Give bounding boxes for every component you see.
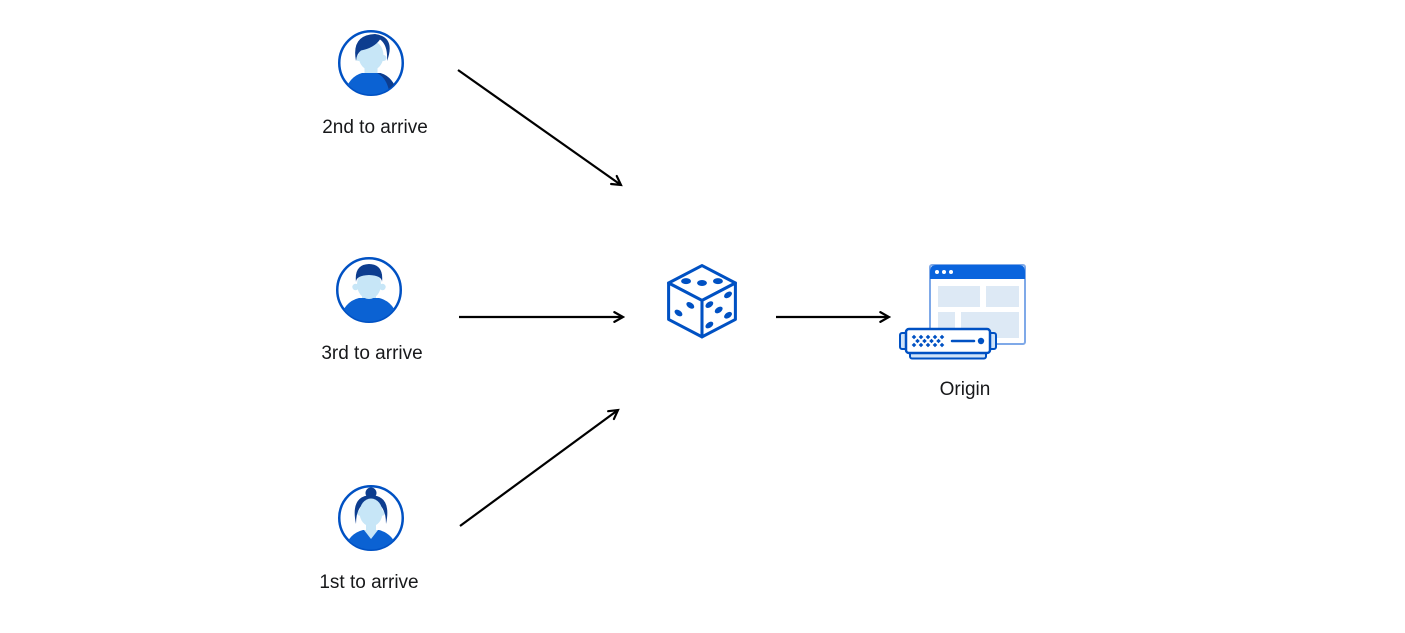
server-icon xyxy=(899,327,997,360)
man-avatar-icon xyxy=(338,30,404,96)
visitor-middle-label: 3rd to arrive xyxy=(321,343,423,364)
dice-icon xyxy=(667,264,737,339)
browser-window-icon xyxy=(929,264,1026,345)
visitor-top-label: 2nd to arrive xyxy=(322,117,428,138)
arrow-visitor-bottom-to-dice xyxy=(459,410,618,527)
arrow-visitor-top-to-dice xyxy=(457,69,621,185)
man-flattop-avatar-icon xyxy=(336,257,402,323)
woman-avatar-icon xyxy=(338,485,404,551)
origin-label: Origin xyxy=(939,379,991,400)
visitor-bottom-label: 1st to arrive xyxy=(319,572,419,593)
origin-server-icon xyxy=(899,264,1026,360)
